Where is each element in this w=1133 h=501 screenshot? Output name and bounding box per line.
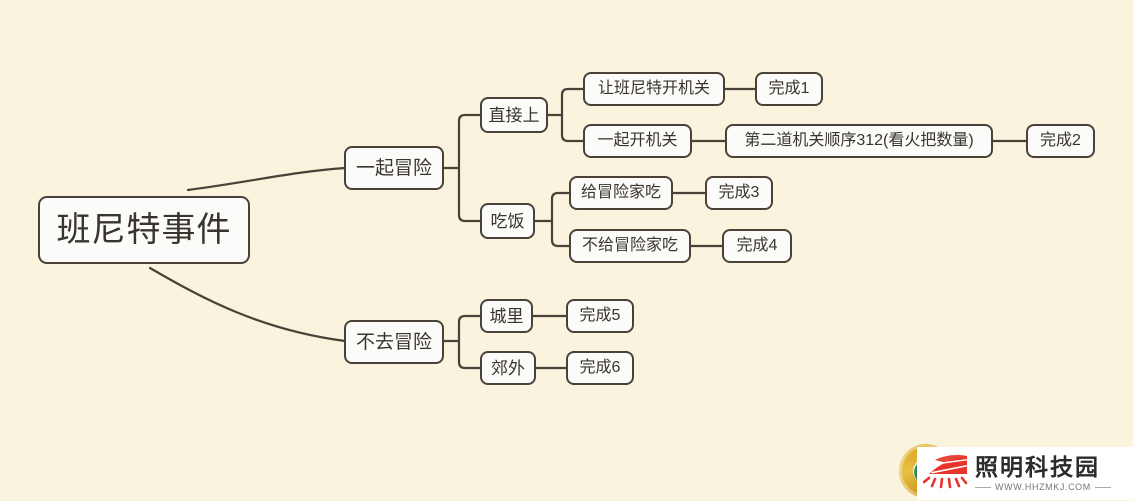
node-no-adventure-label: 不去冒险 [355,331,432,353]
node-in-town-label: 城里 [489,306,524,326]
watermark-url: WWW.HHZMKJ.COM [995,482,1091,493]
connector-go-direct-to-let-bennett [560,87,586,117]
node-adventure-together-label: 一起冒险 [355,157,432,179]
node-let-bennett-open[interactable]: 让班尼特开机关 [583,72,725,106]
connector-root-to-adventure-together [186,166,347,192]
node-second-mechanism-label: 第二道机关顺序312(看火把数量) [744,132,974,149]
node-go-direct-label: 直接上 [488,105,540,125]
connector-eat-meal-to-feed [550,191,572,223]
node-no-adventure[interactable]: 不去冒险 [344,320,444,364]
node-complete5[interactable]: 完成5 [566,299,634,333]
connector-root-to-no-adventure [148,266,347,343]
connector-no-adventure-to-town [457,314,483,343]
sunburst-logo-icon [922,452,970,496]
node-complete1[interactable]: 完成1 [755,72,823,106]
node-complete6[interactable]: 完成6 [566,351,634,385]
node-complete6-label: 完成6 [579,359,621,376]
rule-left [975,486,991,488]
connector-eat-meal-to-not-feed [550,219,572,248]
node-complete1-label: 完成1 [768,80,810,97]
node-not-feed-adventurer-label: 不给冒险家吃 [581,237,678,254]
node-complete2[interactable]: 完成2 [1026,124,1095,158]
watermark-text: 照明科技园 WWW.HHZMKJ.COM [975,455,1111,492]
node-eat-meal[interactable]: 吃饭 [480,203,535,239]
node-in-town[interactable]: 城里 [480,299,533,333]
node-not-feed-adventurer[interactable]: 不给冒险家吃 [569,229,691,263]
watermark: ★ [895,440,1133,500]
node-complete5-label: 完成5 [579,307,621,324]
node-suburbs[interactable]: 郊外 [480,351,536,385]
node-complete2-label: 完成2 [1040,132,1081,149]
node-root[interactable]: 班尼特事件 [38,196,250,264]
rule-right [1094,486,1111,488]
connector-adventure-to-go-direct [457,113,483,170]
node-complete4[interactable]: 完成4 [722,229,792,263]
node-eat-meal-label: 吃饭 [490,211,525,231]
node-complete3[interactable]: 完成3 [705,176,773,210]
node-let-bennett-open-label: 让班尼特开机关 [597,80,710,97]
connector-go-direct-to-open-together [560,113,586,143]
watermark-title: 照明科技园 [975,453,1100,480]
connector-no-adventure-to-suburbs [457,339,483,370]
node-suburbs-label: 郊外 [491,358,525,378]
node-go-direct[interactable]: 直接上 [480,97,548,133]
watermark-url-row: WWW.HHZMKJ.COM [975,482,1111,492]
node-feed-adventurer-label: 给冒险家吃 [580,184,661,201]
node-feed-adventurer[interactable]: 给冒险家吃 [569,176,673,210]
node-root-label: 班尼特事件 [56,211,232,249]
watermark-badge: 照明科技园 WWW.HHZMKJ.COM [917,447,1133,500]
node-open-together-label: 一起开机关 [597,132,678,149]
node-open-together[interactable]: 一起开机关 [583,124,692,158]
node-adventure-together[interactable]: 一起冒险 [344,146,444,190]
node-complete3-label: 完成3 [718,184,760,201]
connector-adventure-to-eat-meal [457,166,483,223]
node-complete4-label: 完成4 [736,237,778,254]
node-second-mechanism[interactable]: 第二道机关顺序312(看火把数量) [725,124,993,158]
